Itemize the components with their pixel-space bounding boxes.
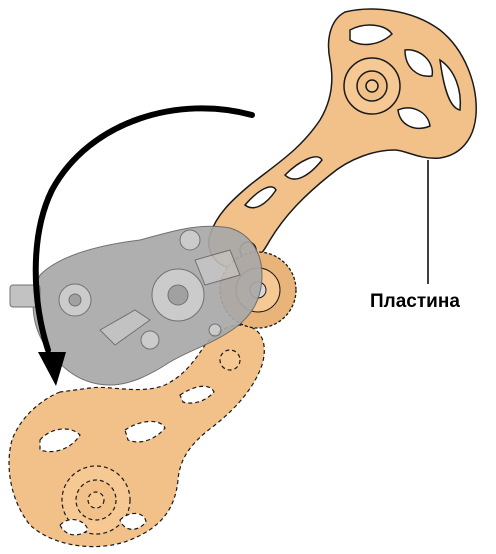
plate-solid [209,9,476,268]
plate-callout-label: Пластина [370,291,460,313]
